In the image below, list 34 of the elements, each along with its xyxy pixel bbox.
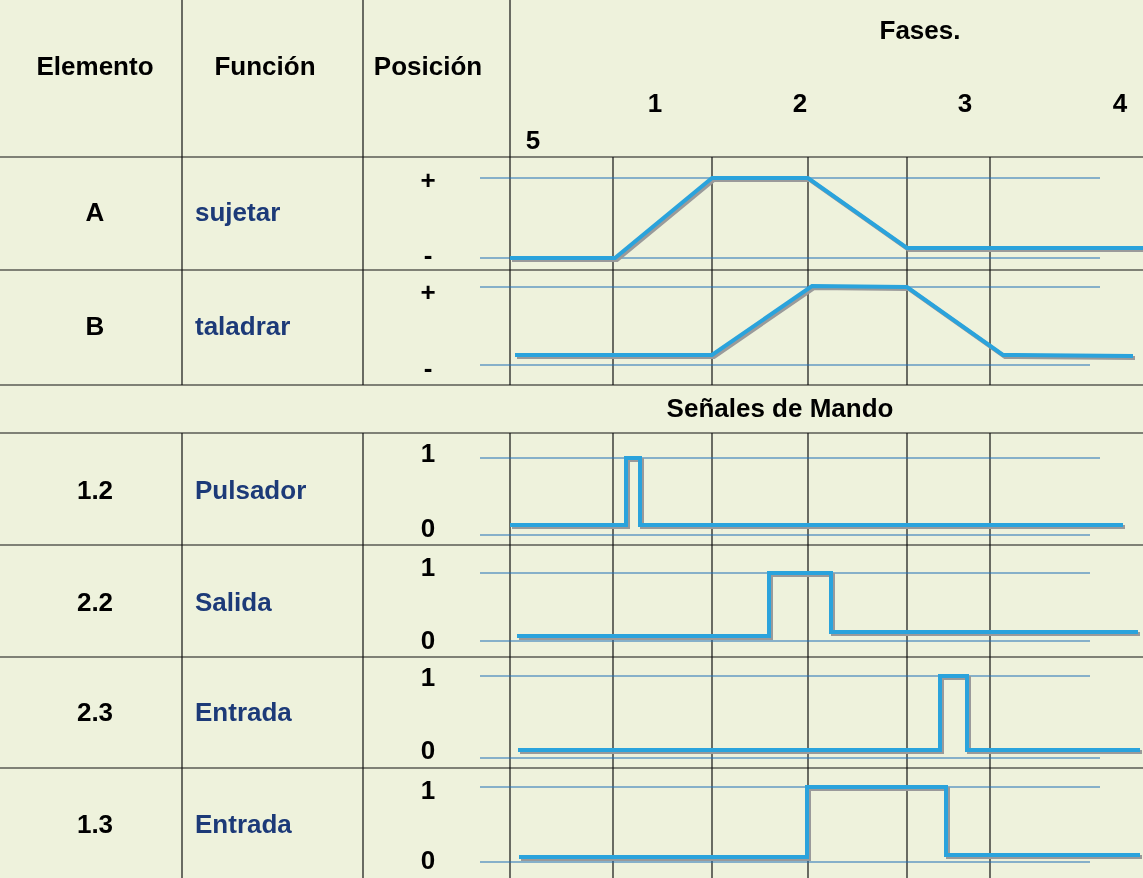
element-label: 1.3 bbox=[76, 811, 114, 837]
level-label: 0 bbox=[420, 515, 436, 541]
phase-number: 1 bbox=[647, 90, 663, 116]
element-label: 1.2 bbox=[76, 477, 114, 503]
level-label: - bbox=[423, 355, 433, 381]
column-header: Fases. bbox=[879, 17, 961, 43]
element-label: 2.3 bbox=[76, 699, 114, 725]
column-header: Elemento bbox=[36, 53, 154, 79]
level-label: 0 bbox=[420, 737, 436, 763]
level-label: 0 bbox=[420, 847, 436, 873]
element-label: A bbox=[85, 199, 105, 225]
function-label: taladrar bbox=[195, 313, 291, 339]
phase-number: 5 bbox=[525, 127, 541, 153]
phase-number: 3 bbox=[957, 90, 973, 116]
column-header: Función bbox=[214, 53, 316, 79]
level-label: 1 bbox=[420, 440, 436, 466]
column-header: Posición bbox=[373, 53, 483, 79]
level-label: - bbox=[423, 242, 433, 268]
level-label: + bbox=[420, 167, 436, 193]
function-label: Salida bbox=[195, 589, 272, 615]
column-header: Señales de Mando bbox=[666, 395, 894, 421]
function-label: Entrada bbox=[195, 811, 292, 837]
level-label: + bbox=[420, 279, 436, 305]
level-label: 1 bbox=[420, 664, 436, 690]
level-label: 1 bbox=[420, 554, 436, 580]
element-label: B bbox=[85, 313, 105, 339]
phase-number: 2 bbox=[792, 90, 808, 116]
element-label: 2.2 bbox=[76, 589, 114, 615]
level-label: 1 bbox=[420, 777, 436, 803]
function-label: sujetar bbox=[195, 199, 281, 225]
function-label: Pulsador bbox=[195, 477, 307, 503]
phase-number: 4 bbox=[1112, 90, 1128, 116]
level-label: 0 bbox=[420, 627, 436, 653]
function-label: Entrada bbox=[195, 699, 292, 725]
